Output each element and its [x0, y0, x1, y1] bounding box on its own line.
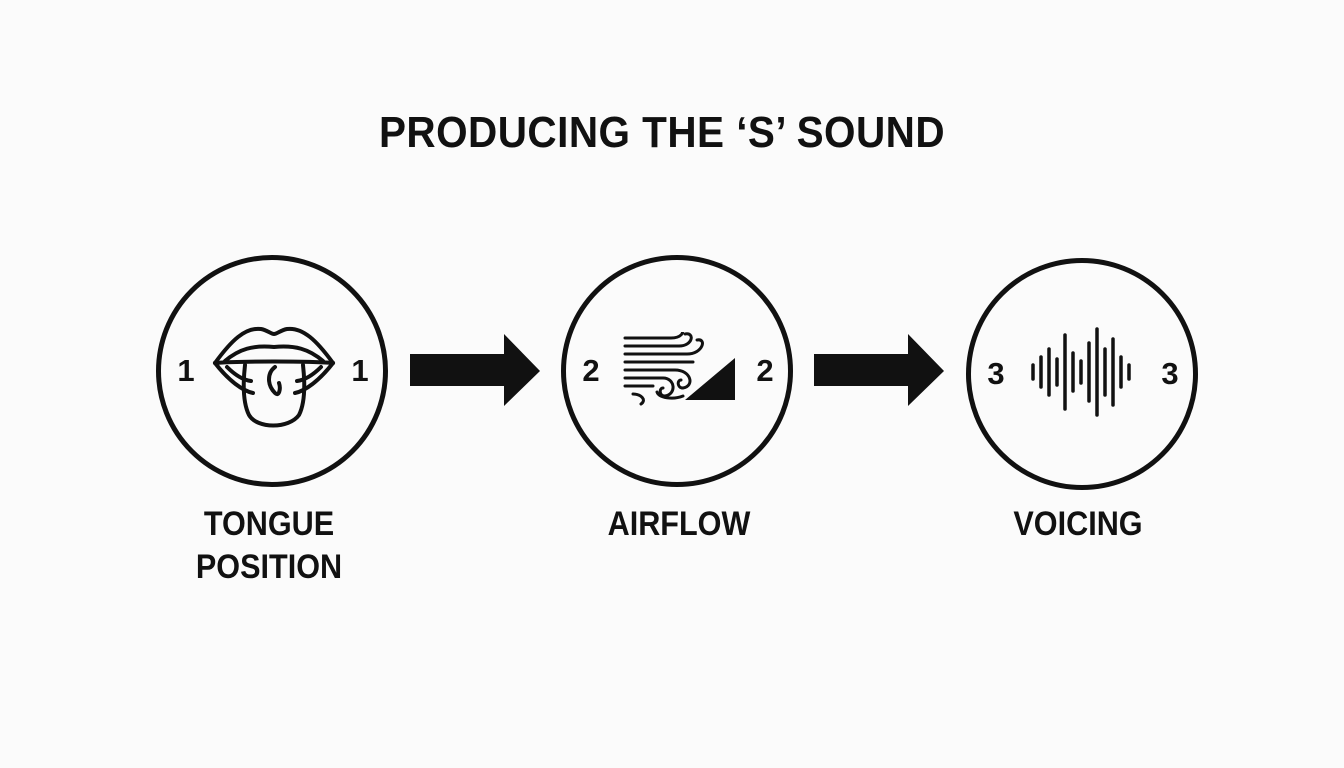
step-2-label: AIRFLOW	[562, 503, 796, 546]
arrow-right-icon	[410, 334, 540, 406]
step-2-circle: 2 2	[561, 255, 793, 487]
step-3-label-line-1: VOICING	[1013, 505, 1143, 543]
step-3-number-right: 3	[1161, 356, 1179, 391]
step-1-label-line-2: POSITION	[195, 548, 343, 586]
step-2-number-right: 2	[756, 353, 774, 388]
step-1-label: TONGUE POSITION	[152, 503, 386, 589]
arrow-right-icon	[814, 334, 944, 406]
step-2-number-left: 2	[582, 353, 600, 388]
step-1-number-left: 1	[177, 353, 195, 388]
step-2-label-line-1: AIRFLOW	[607, 505, 751, 543]
step-3-circle: 3 3	[966, 258, 1198, 490]
step-1-circle: 1 1	[156, 255, 388, 487]
airflow-icon	[623, 332, 735, 406]
step-3-number-left: 3	[987, 356, 1005, 391]
sound-wave-icon	[1031, 327, 1131, 417]
diagram-title: PRODUCING THE ‘S’ SOUND	[378, 108, 946, 157]
step-1-number-right: 1	[351, 353, 369, 388]
step-1-label-line-1: TONGUE	[203, 505, 335, 543]
step-3-label: VOICING	[961, 503, 1195, 546]
tongue-icon	[213, 326, 335, 428]
